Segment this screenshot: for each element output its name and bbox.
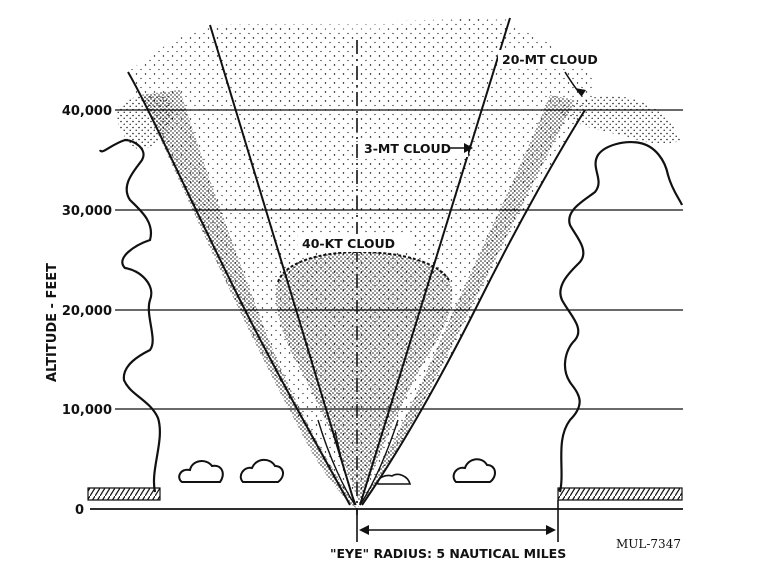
funnel-inner-streamline-2 [359,419,399,506]
twenty-mt-left-outline [127,71,351,506]
small-cloud-puffs [178,458,496,485]
altitude-tick-40000: 40,000 [62,104,112,119]
label-twenty-mt-bg [498,50,606,68]
label-forty-kt-bg [298,234,414,252]
forty-kt-cloud-shape [275,252,453,505]
label-forty-kt: 40-KT CLOUD [298,234,414,252]
eye-radius-label: "EYE" RADIUS: 5 NAUTICAL MILES [330,546,566,561]
funnel-left-edge-shading [140,90,357,509]
label-three-mt-text: 3-MT CLOUD [364,141,451,156]
forty-kt-cloud-top [277,250,451,283]
eye-radius-arrow-left [359,525,369,535]
funnel-inner-streamline-3 [334,429,357,506]
label-three-mt: 3-MT CLOUD [360,139,473,157]
label-forty-kt-text: 40-KT CLOUD [302,236,395,251]
label-twenty-mt: 20-MT CLOUD [498,50,606,97]
label-twenty-mt-arrowhead [575,88,586,96]
small-cloud-2 [239,458,284,483]
funnel-right-edge-shading [357,95,575,509]
label-three-mt-bg [360,139,468,157]
altitude-tick-30000: 30,000 [62,204,112,219]
axis-label: ALTITUDE - FEET [45,263,60,382]
right-cumulus-outline [558,141,684,493]
small-cloud-4 [376,473,412,485]
left-cumulus-outline [98,138,161,493]
eye-radius-arrow-right [546,525,556,535]
eye-radius-dimension [356,500,559,542]
label-three-mt-arrowhead [464,143,473,153]
altitude-tick-10000: 10,000 [62,403,112,418]
left-cumulus-ground [87,487,161,501]
figure-id: MUL-7347 [616,537,681,551]
altitude-tick-0: 0 [75,503,84,518]
anvil-right-shape [560,95,680,145]
left-cumulus-tower [87,138,161,501]
right-cumulus-tower [557,141,684,501]
small-cloud-1 [178,460,224,483]
right-cumulus-ground [557,487,683,501]
twenty-mt-right-outline [361,109,586,506]
label-twenty-mt-text: 20-MT CLOUD [502,52,598,67]
funnel-inner-streamline-1 [317,419,356,506]
small-cloud-3 [452,458,496,483]
altitude-tick-20000: 20,000 [62,304,112,319]
